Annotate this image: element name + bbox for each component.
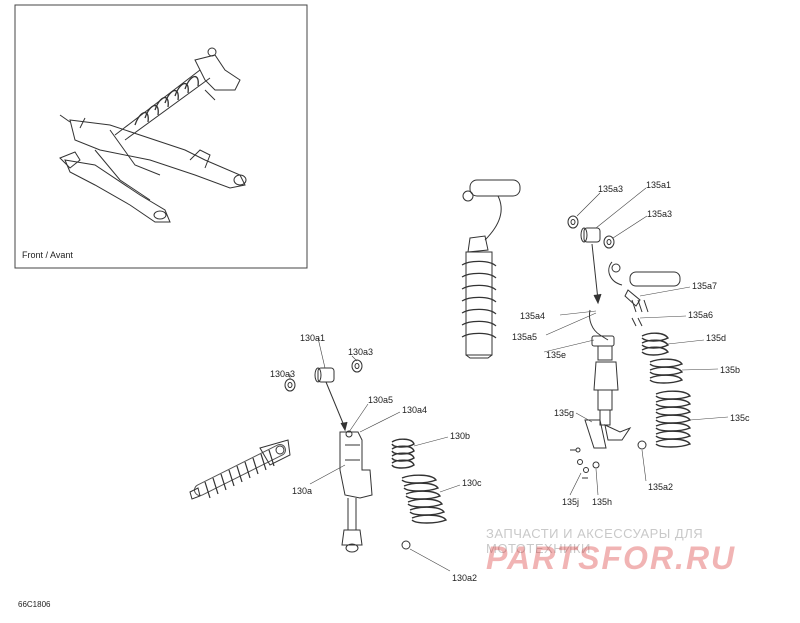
spring-135d [641, 332, 670, 356]
callout-130a3-left: 130a3 [270, 369, 296, 379]
callout-130a3-right: 130a3 [348, 347, 374, 357]
spring-130c [401, 474, 448, 524]
callout-135a4: 135a4 [520, 311, 546, 321]
callout-130a2: 130a2 [452, 573, 478, 583]
watermark-text: ЗАПЧАСТИ И АКСЕССУАРЫ ДЛЯ МОТОТЕХНИКИ [486, 526, 704, 556]
callout-135c: 135c [730, 413, 750, 423]
callout-130a1: 130a1 [300, 333, 326, 343]
shock-135-assembled [461, 179, 521, 359]
shock-135e-exploded [567, 215, 681, 479]
callout-130a4: 130a4 [402, 405, 428, 415]
callout-130a: 130a [292, 486, 313, 496]
callout-135a5: 135a5 [512, 332, 538, 342]
callout-130a5: 130a5 [368, 395, 394, 405]
inset-caption: Front / Avant [22, 250, 73, 260]
callout-135a1: 135a1 [646, 180, 672, 190]
spring-135c [655, 390, 692, 448]
spring-135b [649, 358, 684, 384]
watermark-logo: PARTSFOR.RU [486, 540, 737, 576]
callout-135d: 135d [706, 333, 727, 343]
inset-frame [14, 4, 308, 269]
callout-130c: 130c [462, 478, 482, 488]
callout-135b: 135b [720, 365, 741, 375]
callout-135h: 135h [592, 497, 613, 507]
callout-135e: 135e [546, 350, 567, 360]
callout-135g: 135g [554, 408, 575, 418]
shock-130a-exploded [284, 359, 411, 553]
callout-130b: 130b [450, 431, 471, 441]
spring-130b [391, 438, 415, 469]
callout-135a7: 135a7 [692, 281, 718, 291]
diagram-code: 66C1806 [18, 600, 51, 609]
inset-assembly-illustration [59, 47, 247, 223]
callout-135a6: 135a6 [688, 310, 714, 320]
callout-135j: 135j [562, 497, 580, 507]
callout-135a3-top: 135a3 [598, 184, 624, 194]
leader-lines [289, 187, 729, 572]
shock-130-assembled [189, 439, 291, 500]
callout-135a2: 135a2 [648, 482, 674, 492]
callout-135a3-mid: 135a3 [647, 209, 673, 219]
